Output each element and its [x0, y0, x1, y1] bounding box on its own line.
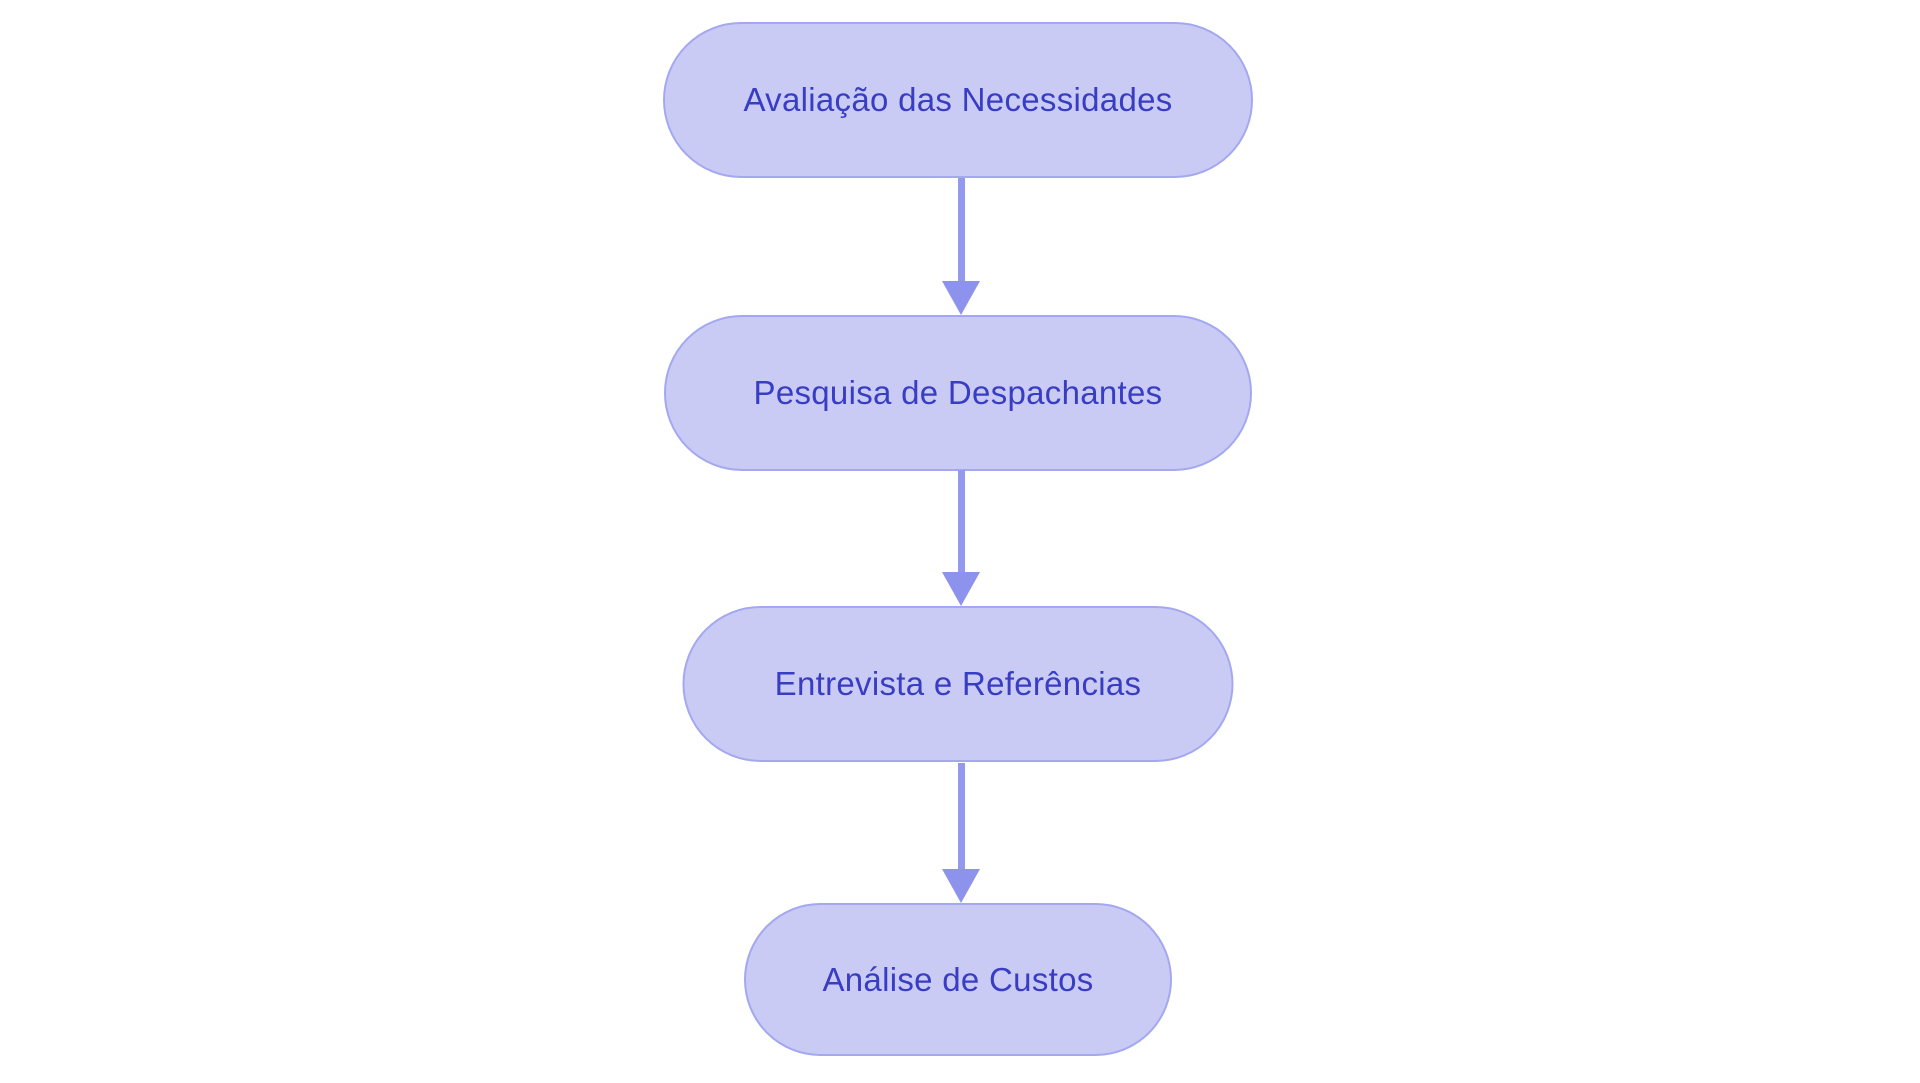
- arrow-down-icon: [942, 572, 980, 606]
- flow-node-analise-de-custos: Análise de Custos: [744, 903, 1172, 1056]
- arrow-line: [957, 178, 965, 281]
- flow-arrow-3: [941, 763, 981, 903]
- flow-node-pesquisa-de-despachantes: Pesquisa de Despachantes: [664, 315, 1252, 471]
- flow-arrow-2: [941, 470, 981, 606]
- flow-node-label: Pesquisa de Despachantes: [753, 374, 1163, 411]
- flow-node-label: Entrevista e Referências: [774, 665, 1142, 702]
- arrow-down-icon: [942, 869, 980, 903]
- arrow-line: [957, 470, 965, 572]
- arrow-down-icon: [942, 281, 980, 315]
- flow-node-label: Avaliação das Necessidades: [743, 81, 1173, 118]
- flow-node-label: Análise de Custos: [822, 960, 1094, 998]
- flow-node-avaliacao-das-necessidades: Avaliação das Necessidades: [663, 22, 1253, 178]
- flow-node-entrevista-e-referencias: Entrevista e Referências: [682, 606, 1234, 762]
- flow-arrow-1: [941, 178, 981, 315]
- arrow-line: [957, 763, 965, 869]
